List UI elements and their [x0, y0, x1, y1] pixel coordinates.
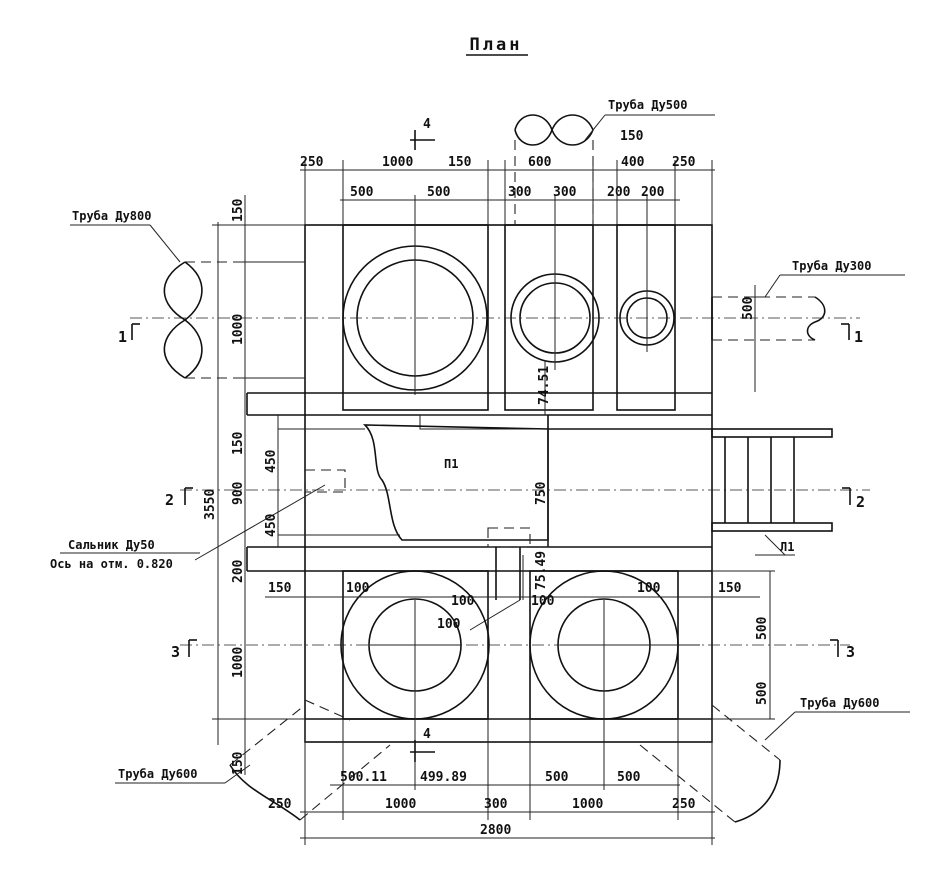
mark-p1: П1 — [444, 457, 458, 471]
label-gland: Сальник Ду50 — [68, 538, 155, 552]
dim-row3-100-d: 100 — [637, 581, 661, 596]
dim-bottom-1000-b: 1000 — [572, 797, 603, 812]
page-title: План — [470, 35, 523, 55]
label-pipe-du600-left: Труба Ду600 — [118, 767, 197, 781]
dim-left-900: 900 — [231, 481, 246, 505]
dim-bottom-300: 300 — [484, 797, 508, 812]
dim-top-250-right: 250 — [672, 155, 696, 170]
dim-bottom-500-11: 500.11 — [340, 770, 387, 785]
dim-74-51: 74.51 — [537, 366, 552, 405]
dim-row-300-a: 300 — [508, 185, 532, 200]
dim-top-600: 600 — [528, 155, 552, 170]
dim-bottom-500-b: 500 — [617, 770, 641, 785]
dim-row-200-a: 200 — [607, 185, 631, 200]
dim-row-200-b: 200 — [641, 185, 665, 200]
section-1-right: 1 — [854, 328, 863, 346]
dim-left-total-3550: 3550 — [203, 489, 218, 520]
dim-left-150-top: 150 — [231, 198, 246, 222]
dim-bottom-250-left: 250 — [268, 797, 292, 812]
dim-row3-100-b: 100 — [451, 594, 475, 609]
dim-bottom-total-2800: 2800 — [480, 823, 511, 838]
dim-bottom-1000-a: 1000 — [385, 797, 416, 812]
dim-top-250-left: 250 — [300, 155, 324, 170]
outer-wall — [304, 224, 713, 743]
dim-top-150-upper: 150 — [620, 129, 644, 144]
section-2-right: 2 — [856, 493, 865, 511]
dim-row-300-b: 300 — [553, 185, 577, 200]
label-pipe-du300: Труба Ду300 — [792, 259, 871, 273]
dim-top-4: 4 — [423, 117, 431, 132]
section-marks: 1 2 3 1 2 3 — [118, 323, 865, 661]
dim-left-200: 200 — [231, 559, 246, 583]
dim-row3-100-a: 100 — [346, 581, 370, 596]
dim-left-150-bottom: 150 — [231, 751, 246, 775]
dim-top-150: 150 — [448, 155, 472, 170]
cell-1b — [504, 224, 594, 411]
dim-right-lower-500-a: 500 — [755, 616, 770, 640]
dim-right-500: 500 — [741, 296, 756, 320]
dim-row-500-a: 500 — [350, 185, 374, 200]
label-gland-axis: Ось на отм. 0.820 — [50, 557, 173, 571]
section-1-left: 1 — [118, 328, 127, 346]
dim-bottom-499-89: 499.89 — [420, 770, 467, 785]
mark-l1: Л1 — [780, 540, 794, 554]
dim-bottom-500-a: 500 — [545, 770, 569, 785]
ladder-l1 — [711, 428, 833, 556]
label-pipe-du600-right: Труба Ду600 — [800, 696, 879, 710]
dim-row3-100-leader: 100 — [437, 617, 461, 632]
dim-left-1000-bottom: 1000 — [231, 647, 246, 678]
dimension-lines — [212, 130, 775, 845]
wells — [340, 245, 679, 720]
dim-top-1000: 1000 — [382, 155, 413, 170]
section-3-right: 3 — [846, 643, 855, 661]
centerlines — [130, 195, 870, 790]
label-leaders — [60, 114, 910, 784]
pipe-du600-left — [229, 699, 391, 821]
dim-row3-150-left: 150 — [268, 581, 292, 596]
dim-row-500-b: 500 — [427, 185, 451, 200]
dimension-text: 250 1000 150 600 400 250 150 4 500 500 3… — [203, 117, 770, 838]
section-3-left: 3 — [171, 643, 180, 661]
dim-top-400: 400 — [621, 155, 645, 170]
panel-p1 — [363, 424, 549, 541]
dim-row3-100-c: 100 — [531, 594, 555, 609]
dim-left-450-b: 450 — [264, 513, 279, 537]
cell-1c — [616, 224, 676, 411]
dim-750: 750 — [534, 481, 549, 505]
dim-75-49: 75.49 — [534, 551, 549, 590]
dim-bottom-250-right: 250 — [672, 797, 696, 812]
pipe-du600-right — [639, 704, 781, 823]
dim-left-1000-top: 1000 — [231, 314, 246, 345]
dim-row3-150-right: 150 — [718, 581, 742, 596]
pipe-du300 — [711, 296, 826, 341]
label-pipe-du500: Труба Ду500 — [608, 98, 687, 112]
dim-right-lower-500-b: 500 — [755, 681, 770, 705]
label-pipe-du800: Труба Ду800 — [72, 209, 151, 223]
dim-left-150-mid: 150 — [231, 431, 246, 455]
structure-walls — [246, 224, 713, 743]
dim-left-450-a: 450 — [264, 449, 279, 473]
gland-box — [304, 469, 346, 493]
dim-bottom-4: 4 — [423, 727, 431, 742]
section-2-left: 2 — [165, 491, 174, 509]
